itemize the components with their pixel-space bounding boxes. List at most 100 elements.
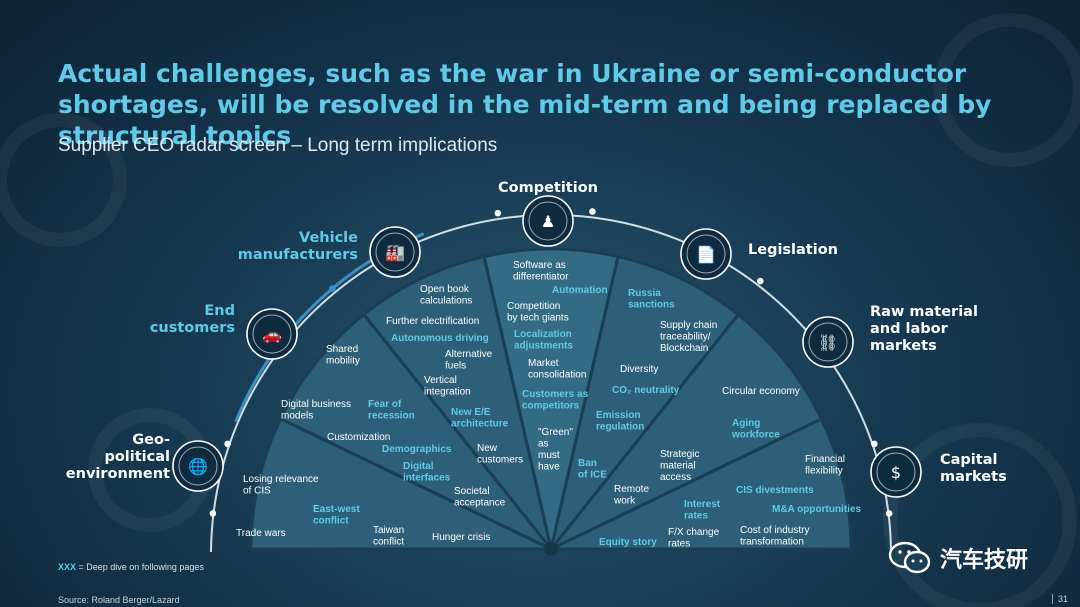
radar-item: M&A opportunities — [772, 504, 862, 515]
document-icon: 📄 — [680, 228, 732, 280]
radar-item-line: Alternative — [445, 349, 493, 360]
source-note: Source: Roland Berger/Lazard — [58, 595, 180, 605]
radar-item-line: Demographics — [382, 444, 452, 455]
watermark: 汽车技研 — [888, 540, 1028, 576]
radar-item-line: Blockchain — [660, 343, 708, 354]
radar-item-line: Open book — [420, 284, 470, 295]
category-icons: 🌐🚗🏭♟📄⛓$ — [172, 195, 922, 498]
radar-sector — [278, 312, 553, 551]
radar-item-line: Digital business — [281, 399, 351, 410]
radar-sector — [361, 254, 553, 550]
radar-item: Circular economy — [722, 386, 800, 397]
radar-item-line: F/X change — [668, 527, 720, 538]
materials-icon: ⛓ — [802, 316, 854, 368]
radar-item-line: Cost of industry — [740, 525, 809, 536]
category-label-line: and labor — [870, 321, 949, 337]
decor-ring — [0, 113, 127, 247]
category-label-line: markets — [870, 338, 937, 354]
radar-item-line: Russia — [628, 288, 661, 299]
radar-item-line: Customization — [327, 432, 390, 443]
radar-segments — [249, 247, 853, 556]
radar-item-line: models — [281, 411, 313, 422]
deep-dive-marker: XXX — [58, 562, 77, 572]
category-label-line: Geo- — [132, 432, 170, 448]
category-label: Competition — [498, 180, 598, 196]
radar-item-line: recession — [368, 411, 415, 422]
radar-sector — [549, 254, 741, 550]
radar-item-line: rates — [684, 511, 708, 522]
radar-item-line: by tech giants — [507, 313, 569, 324]
radar-item-line: traceability/ — [660, 332, 711, 343]
radar-item-line: Fear of — [368, 399, 402, 410]
category-label-line: customers — [150, 320, 235, 336]
svg-text:🏭: 🏭 — [385, 243, 405, 262]
radar-item-line: Aging — [732, 418, 760, 429]
radar-item-line: Financial — [805, 454, 845, 465]
radar-item-line: material — [660, 461, 696, 472]
category-label-line: Legislation — [748, 242, 838, 258]
radar-item: CO₂ neutrality — [612, 385, 680, 396]
category-label-line: markets — [940, 469, 1007, 485]
radar-item-line: have — [538, 462, 560, 473]
arc-node — [329, 285, 336, 292]
radar-item-line: Interest — [684, 499, 721, 510]
decor-ring — [933, 13, 1080, 167]
radar-item-line: consolidation — [528, 370, 586, 381]
arc-node — [885, 510, 893, 517]
radar-item-line: Autonomous driving — [391, 333, 489, 344]
category-label-line: political — [104, 449, 170, 465]
radar-item-line: Software as — [513, 260, 566, 271]
category-label-line: Raw material — [870, 304, 978, 320]
radar-sector — [549, 312, 824, 551]
radar-item: Hunger crisis — [432, 532, 490, 543]
radar-item-line: competitors — [522, 401, 580, 412]
radar-sector — [482, 247, 620, 550]
radar-item-line: access — [660, 472, 691, 483]
radar-item: Automation — [552, 285, 608, 296]
arc-node — [871, 440, 878, 448]
page-number: 31 — [1052, 594, 1068, 604]
svg-text:⛓: ⛓ — [818, 333, 838, 352]
radar-item-line: Automation — [552, 285, 608, 296]
radar-item-line: rates — [668, 539, 690, 550]
radar-item-line: sanctions — [628, 300, 675, 311]
radar-item: Autonomous driving — [391, 333, 489, 344]
radar-item-line: mobility — [326, 356, 360, 367]
money-icon: $ — [870, 446, 922, 498]
category-label-line: manufacturers — [238, 247, 358, 263]
radar-item-line: Customers as — [522, 389, 589, 400]
radar-item-line: Hunger crisis — [432, 532, 490, 543]
arc-node — [209, 510, 217, 517]
radar-item: Trade wars — [236, 528, 286, 539]
page-subtitle: Supplier CEO radar screen – Long term im… — [58, 135, 498, 156]
radar-sector — [550, 416, 853, 551]
radar-item-line: architecture — [451, 419, 509, 430]
radar-item-line: flexibility — [805, 466, 843, 477]
radar-item: CIS divestments — [736, 485, 814, 496]
radar-item-line: Emission — [596, 410, 640, 421]
radar-item: Diversity — [620, 364, 658, 375]
radar-item-line: Competition — [507, 301, 560, 312]
radar-item-line: Shared — [326, 344, 358, 355]
radar-item-line: conflict — [313, 516, 349, 527]
radar-item-line: CO₂ neutrality — [612, 385, 680, 396]
radar-item-line: Circular economy — [722, 386, 800, 397]
radar-item: Customization — [327, 432, 390, 443]
